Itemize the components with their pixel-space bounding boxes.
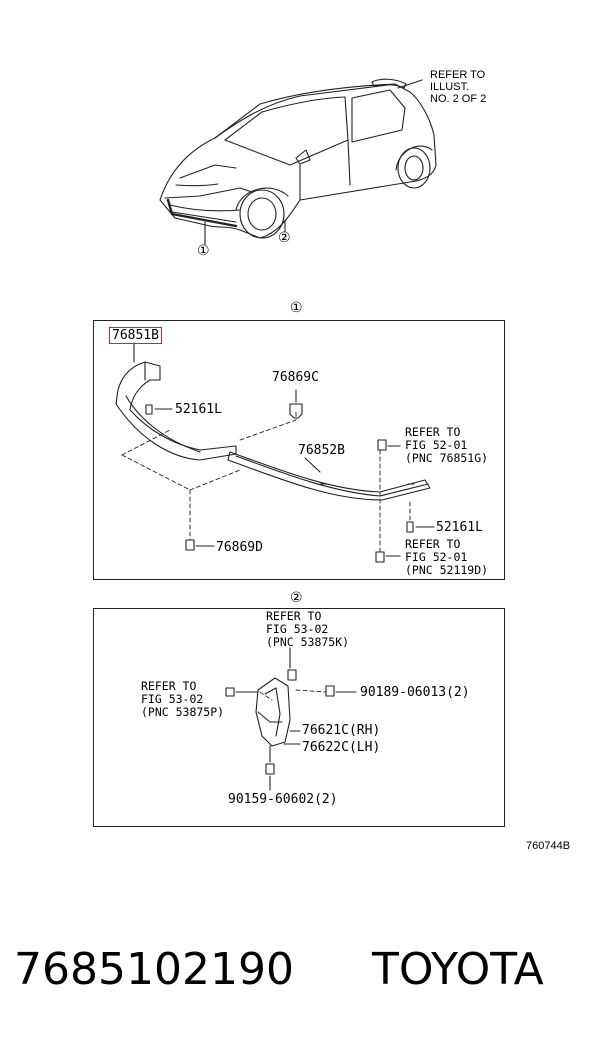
part-label-76621C[interactable]: 76621C(RH): [302, 723, 381, 738]
refer-note-line-2: ILLUST.: [430, 81, 470, 93]
refer-block-53875K[interactable]: REFER TO FIG 53-02 (PNC 53875K): [266, 610, 349, 649]
refer-note-overview: REFER TO ILLUST. NO. 2 OF 2: [430, 69, 486, 105]
part-label-52161L-right[interactable]: 52161L: [436, 520, 483, 535]
refer-block-76851G[interactable]: REFER TO FIG 52-01 (PNC 76851G): [405, 426, 488, 465]
ref-line: REFER TO: [405, 425, 461, 439]
refer-note-line-1: REFER TO: [430, 69, 486, 81]
ref-line: (PNC 53875P): [141, 705, 225, 719]
footer-brand: TOYOTA: [372, 944, 544, 995]
section2-frame: [93, 608, 505, 827]
callout-2[interactable]: ②: [278, 230, 291, 246]
part-label-76852B[interactable]: 76852B: [298, 443, 345, 458]
part-label-90159-60602[interactable]: 90159-60602(2): [228, 792, 338, 807]
section1-marker: ①: [290, 300, 303, 316]
section1-linework: [115, 342, 435, 563]
refer-note-line-3: NO. 2 OF 2: [430, 93, 487, 105]
refer-block-52119D[interactable]: REFER TO FIG 52-01 (PNC 52119D): [405, 538, 488, 577]
ref-line: (PNC 53875K): [266, 635, 350, 649]
ref-line: REFER TO: [141, 679, 197, 693]
refer-block-53875P[interactable]: REFER TO FIG 53-02 (PNC 53875P): [141, 680, 224, 719]
part-76851B-highlight[interactable]: 76851B: [109, 327, 162, 344]
figure-code: 760744B: [526, 840, 571, 852]
part-label-90189-06013[interactable]: 90189-06013(2): [360, 685, 470, 700]
section2-marker: ②: [290, 590, 303, 606]
part-label-76622C[interactable]: 76622C(LH): [302, 740, 381, 755]
ref-line: (PNC 52119D): [405, 563, 489, 577]
ref-line: FIG 53-02: [266, 622, 329, 636]
ref-line: FIG 52-01: [405, 438, 468, 452]
part-label-52161L-left[interactable]: 52161L: [175, 402, 222, 417]
footer-part-number: 7685102190: [14, 944, 294, 995]
ref-line: REFER TO: [405, 537, 461, 551]
ref-line: FIG 53-02: [141, 692, 204, 706]
callout-1[interactable]: ①: [197, 243, 210, 259]
part-label-76869C[interactable]: 76869C: [272, 370, 319, 385]
section1-frame: [93, 320, 505, 580]
ref-line: FIG 52-01: [405, 550, 468, 564]
car-illustration: [159, 78, 437, 246]
section2-linework: [225, 647, 357, 791]
ref-line: REFER TO: [266, 609, 322, 623]
part-label-76869D[interactable]: 76869D: [216, 540, 263, 555]
ref-line: (PNC 76851G): [405, 451, 489, 465]
